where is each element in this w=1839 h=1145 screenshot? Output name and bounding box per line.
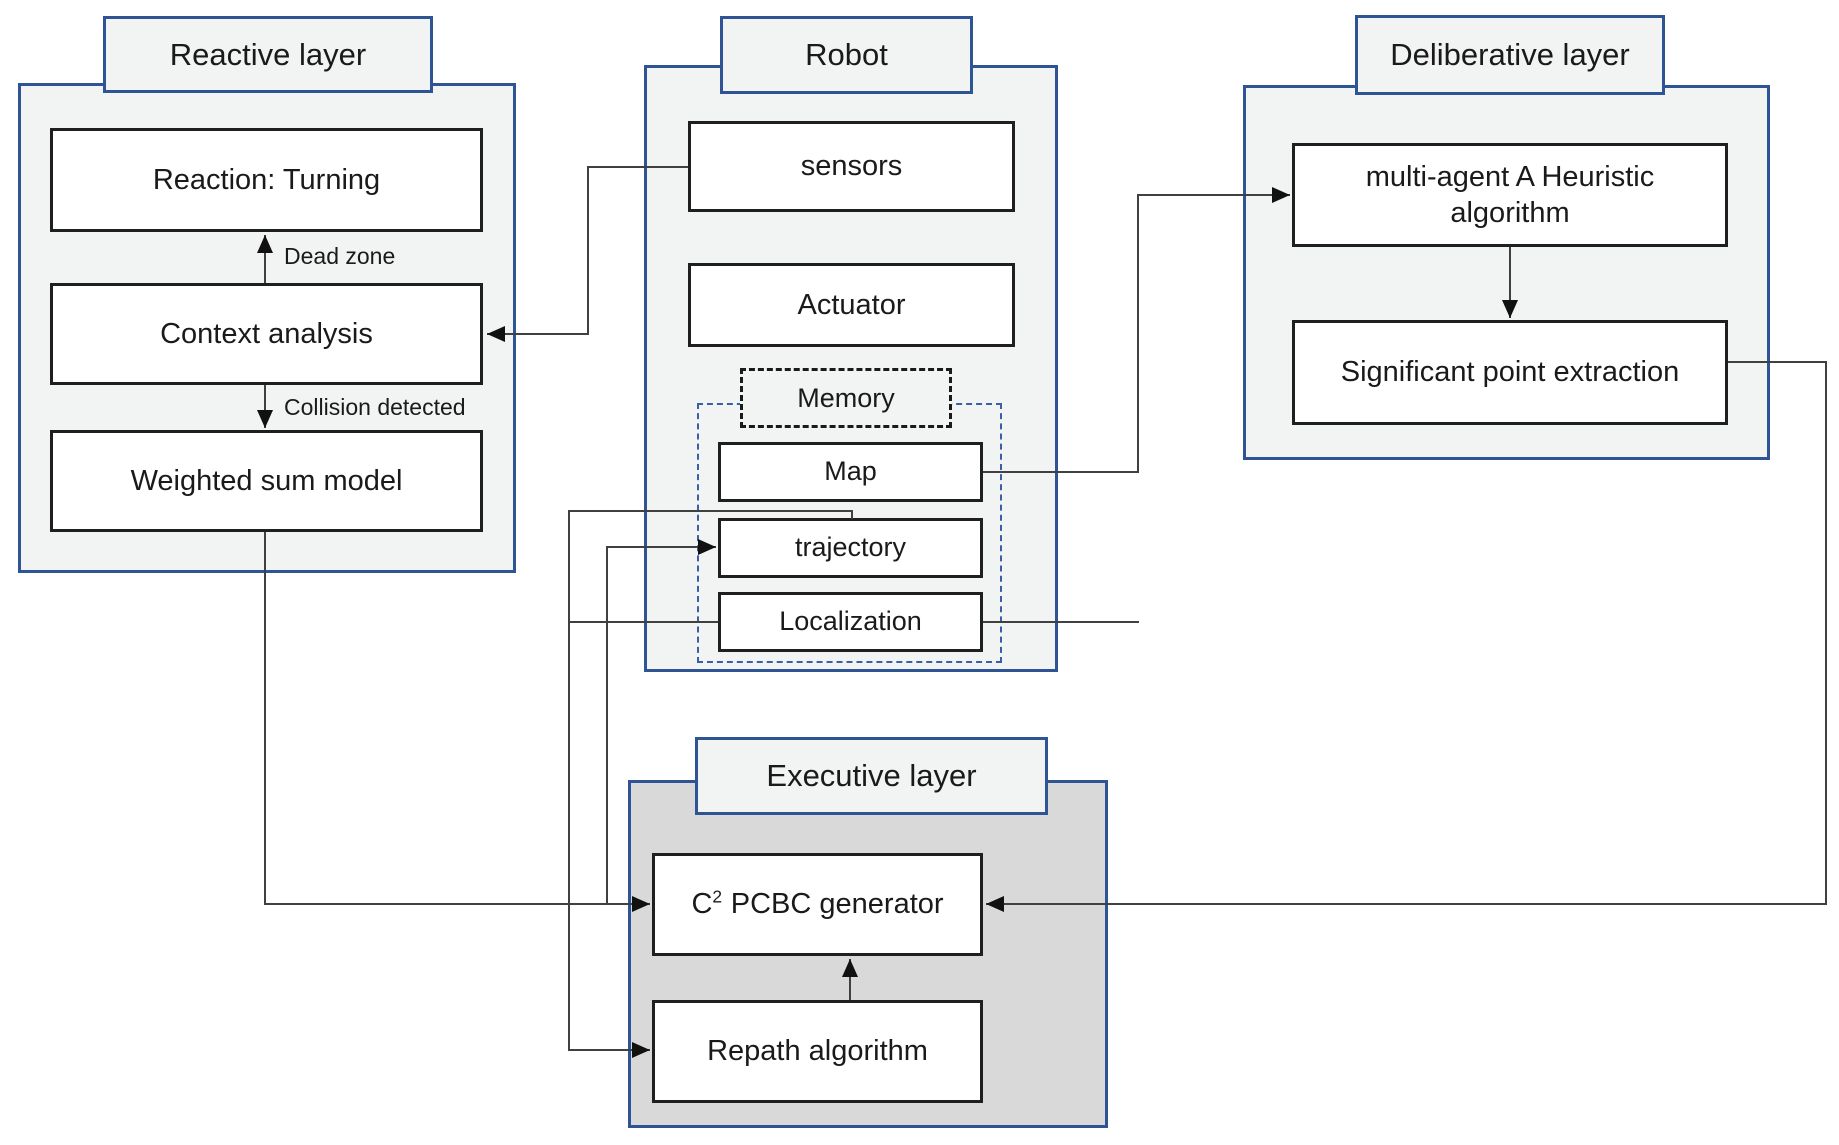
box-reaction-turning-label: Reaction: Turning bbox=[152, 163, 381, 196]
box-trajectory-label: trajectory bbox=[794, 532, 907, 563]
box-weighted-sum-model-label: Weighted sum model bbox=[130, 464, 403, 497]
reactive-layer-title: Reactive layer bbox=[103, 16, 433, 93]
c2-superscript: 2 bbox=[712, 886, 723, 907]
c2-rest: PCBC generator bbox=[730, 888, 944, 921]
box-reaction-turning: Reaction: Turning bbox=[50, 128, 483, 232]
box-trajectory: trajectory bbox=[718, 518, 983, 578]
robot-title: Robot bbox=[720, 16, 973, 94]
executive-layer-title-label: Executive layer bbox=[766, 758, 977, 793]
box-weighted-sum-model: Weighted sum model bbox=[50, 430, 483, 532]
box-localization: Localization bbox=[718, 592, 983, 652]
edge-label-collision-detected: Collision detected bbox=[284, 394, 466, 420]
box-map-label: Map bbox=[824, 456, 877, 487]
box-multi-agent-heuristic: multi-agent A Heuristic algorithm bbox=[1292, 143, 1728, 247]
box-memory-label: Memory bbox=[797, 382, 895, 413]
box-map: Map bbox=[718, 442, 983, 502]
edge-label-dead-zone: Dead zone bbox=[284, 243, 396, 269]
box-actuator: Actuator bbox=[688, 263, 1015, 347]
deliberative-layer-title-label: Deliberative layer bbox=[1390, 37, 1630, 72]
box-significant-point-extraction-label: Significant point extraction bbox=[1340, 356, 1680, 389]
box-c2-pcbc-generator-label: C2 PCBC generator bbox=[691, 886, 943, 922]
box-memory: Memory bbox=[740, 368, 952, 428]
deliberative-layer-title: Deliberative layer bbox=[1355, 15, 1665, 95]
box-repath-algorithm: Repath algorithm bbox=[652, 1000, 983, 1103]
box-multi-agent-heuristic-label: multi-agent A Heuristic algorithm bbox=[1365, 160, 1655, 229]
reactive-layer-title-label: Reactive layer bbox=[169, 36, 367, 72]
executive-layer-title: Executive layer bbox=[695, 737, 1048, 815]
box-significant-point-extraction: Significant point extraction bbox=[1292, 320, 1728, 425]
box-actuator-label: Actuator bbox=[797, 288, 906, 321]
box-sensors: sensors bbox=[688, 121, 1015, 212]
box-localization-label: Localization bbox=[779, 606, 922, 637]
box-sensors-label: sensors bbox=[800, 150, 903, 183]
box-context-analysis: Context analysis bbox=[50, 283, 483, 385]
c2-base: C bbox=[691, 888, 713, 921]
box-repath-algorithm-label: Repath algorithm bbox=[707, 1035, 928, 1068]
box-context-analysis-label: Context analysis bbox=[160, 317, 373, 350]
wire-weighted-to-c2-generator bbox=[264, 532, 650, 912]
box-c2-pcbc-generator: C2 PCBC generator bbox=[652, 853, 983, 956]
robot-title-label: Robot bbox=[805, 37, 888, 72]
